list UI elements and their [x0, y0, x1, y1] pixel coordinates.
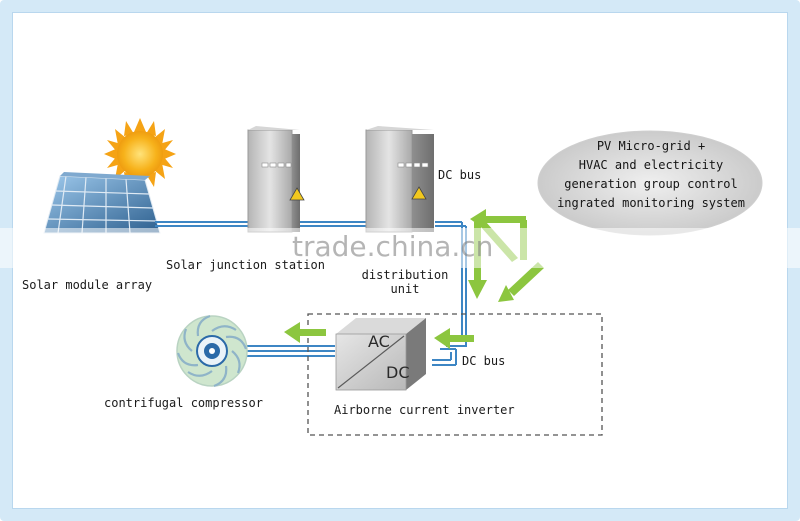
distribution-unit-label-line2: unit	[390, 282, 420, 296]
compressor-cable	[246, 345, 335, 357]
arrow-to-compressor	[284, 322, 326, 343]
compressor-icon	[176, 314, 248, 388]
control-system-text: PV Micro-grid + HVAC and electricity gen…	[540, 137, 762, 213]
junction-station-label: Solar junction station	[166, 258, 325, 272]
control-system-line4: ingrated monitoring system	[557, 196, 745, 210]
arrow-into-inverter	[434, 328, 474, 349]
junction-station-cabinet	[247, 126, 305, 233]
compressor-label: contrifugal compressor	[104, 396, 263, 410]
watermark-band	[0, 228, 800, 268]
control-system-line3: generation group control	[564, 177, 738, 191]
inverter-enclosure	[307, 313, 603, 436]
distribution-unit-cabinet	[365, 126, 434, 233]
control-system-line1: PV Micro-grid +	[596, 139, 706, 153]
solar-panel-array	[43, 172, 161, 234]
inverter-dc-label: DC	[386, 363, 410, 382]
inverter-label: Airborne current inverter	[334, 403, 515, 417]
inverter-box	[335, 318, 426, 391]
control-system-line2: HVAC and electricity	[578, 158, 724, 172]
inverter-ac-label: AC	[368, 332, 390, 351]
watermark-text: trade.china.cn	[292, 230, 494, 263]
dc-bus-bottom-label: DC bus	[462, 354, 506, 368]
solar-array-label: Solar module array	[22, 278, 153, 292]
dc-bus-top-label: DC bus	[438, 168, 482, 182]
distribution-unit-label-line1: distribution	[361, 268, 449, 282]
